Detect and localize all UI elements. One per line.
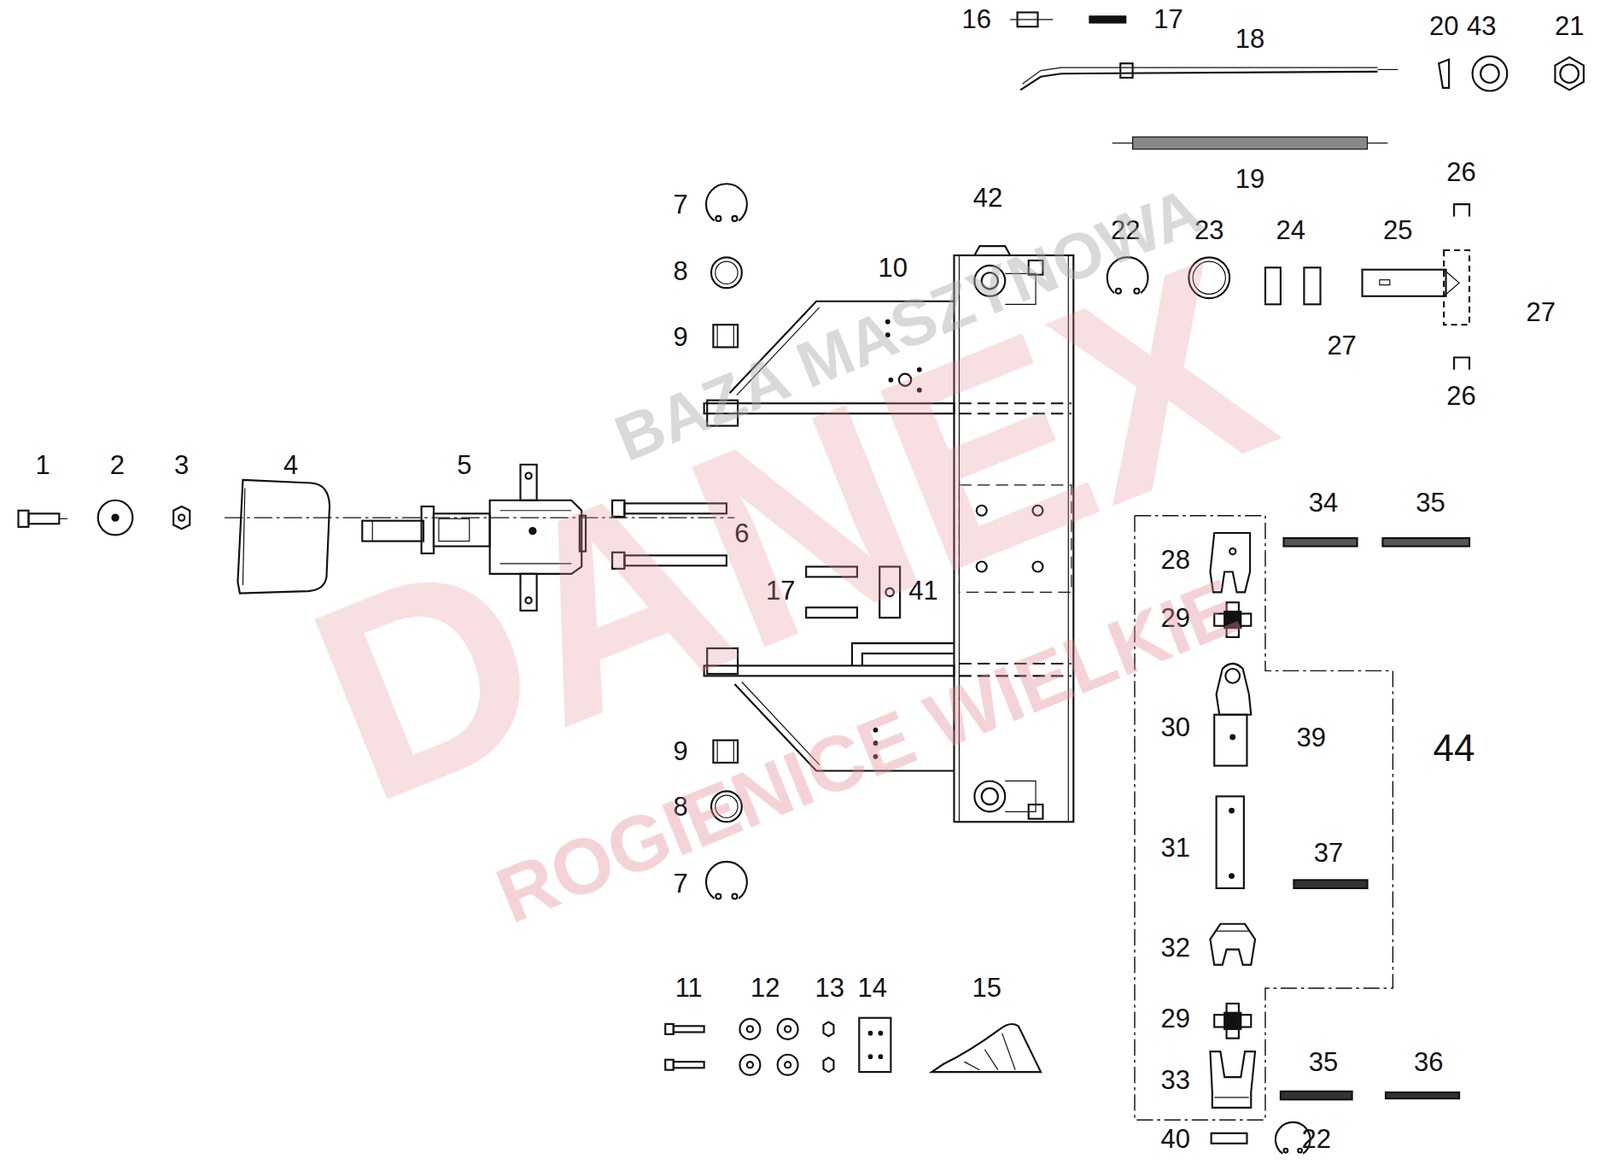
callout-number: 22 — [1301, 1124, 1331, 1151]
callout-number: 21 — [1554, 11, 1584, 39]
callout-number: 9 — [673, 736, 689, 764]
callout-number: 26 — [1446, 157, 1476, 185]
callout-number: 17 — [1153, 5, 1183, 32]
watermark-text: DANEX — [280, 215, 1302, 847]
callout-number: 17 — [765, 576, 795, 603]
callout-number: 36 — [1413, 1048, 1443, 1075]
callout-number: 35 — [1308, 1048, 1338, 1075]
callout-number: 37 — [1313, 839, 1344, 866]
watermark-text: ROGIENICE WIELKIE — [486, 566, 1249, 935]
callout-number: 43 — [1466, 11, 1496, 39]
callout-number: 16 — [962, 5, 992, 32]
callout-number: 34 — [1308, 489, 1338, 516]
callout-number: 24 — [1276, 216, 1306, 243]
callout-number: 7 — [673, 191, 689, 218]
callout-number: 9 — [673, 323, 689, 351]
callout-number: 11 — [675, 973, 703, 1000]
callout-number: 28 — [1161, 546, 1191, 573]
callout-number: 27 — [1326, 332, 1356, 359]
callout-number: 2 — [110, 450, 125, 478]
callout-number: 15 — [971, 973, 1001, 1000]
callout-number: 35 — [1415, 489, 1445, 516]
callout-number: 1 — [35, 450, 51, 478]
callout-number: 33 — [1161, 1065, 1191, 1092]
callout-number: 32 — [1161, 934, 1191, 961]
callout-number: 30 — [1161, 713, 1191, 741]
callout-number: 8 — [673, 793, 689, 820]
callout-number: 5 — [456, 450, 472, 478]
callout-number: 8 — [673, 256, 689, 284]
callout-number: 14 — [858, 973, 888, 1000]
callout-number: 13 — [814, 973, 844, 1000]
callout-number: 12 — [750, 973, 780, 1000]
callout-number: 6 — [734, 519, 749, 547]
callout-number: 26 — [1446, 381, 1476, 409]
callout-number: 44 — [1433, 729, 1476, 767]
callout-number: 29 — [1161, 1004, 1191, 1031]
callout-number: 3 — [174, 450, 189, 478]
callout-number: 41 — [908, 576, 938, 603]
callout-number: 25 — [1383, 216, 1413, 243]
callout-number: 19 — [1235, 165, 1265, 193]
callout-number: 31 — [1161, 834, 1191, 861]
callout-number: 27 — [1525, 297, 1555, 325]
callout-number: 7 — [673, 870, 689, 897]
callout-number: 4 — [283, 450, 298, 478]
callout-number: 23 — [1194, 216, 1224, 243]
callout-number: 40 — [1161, 1124, 1191, 1151]
callout-number: 29 — [1161, 604, 1191, 631]
callout-number: 39 — [1296, 724, 1326, 751]
callout-number: 42 — [973, 183, 1003, 211]
callout-number: 10 — [878, 254, 908, 281]
callout-number: 20 — [1429, 11, 1459, 39]
callout-number: 18 — [1235, 25, 1265, 53]
callout-number: 22 — [1110, 216, 1140, 243]
